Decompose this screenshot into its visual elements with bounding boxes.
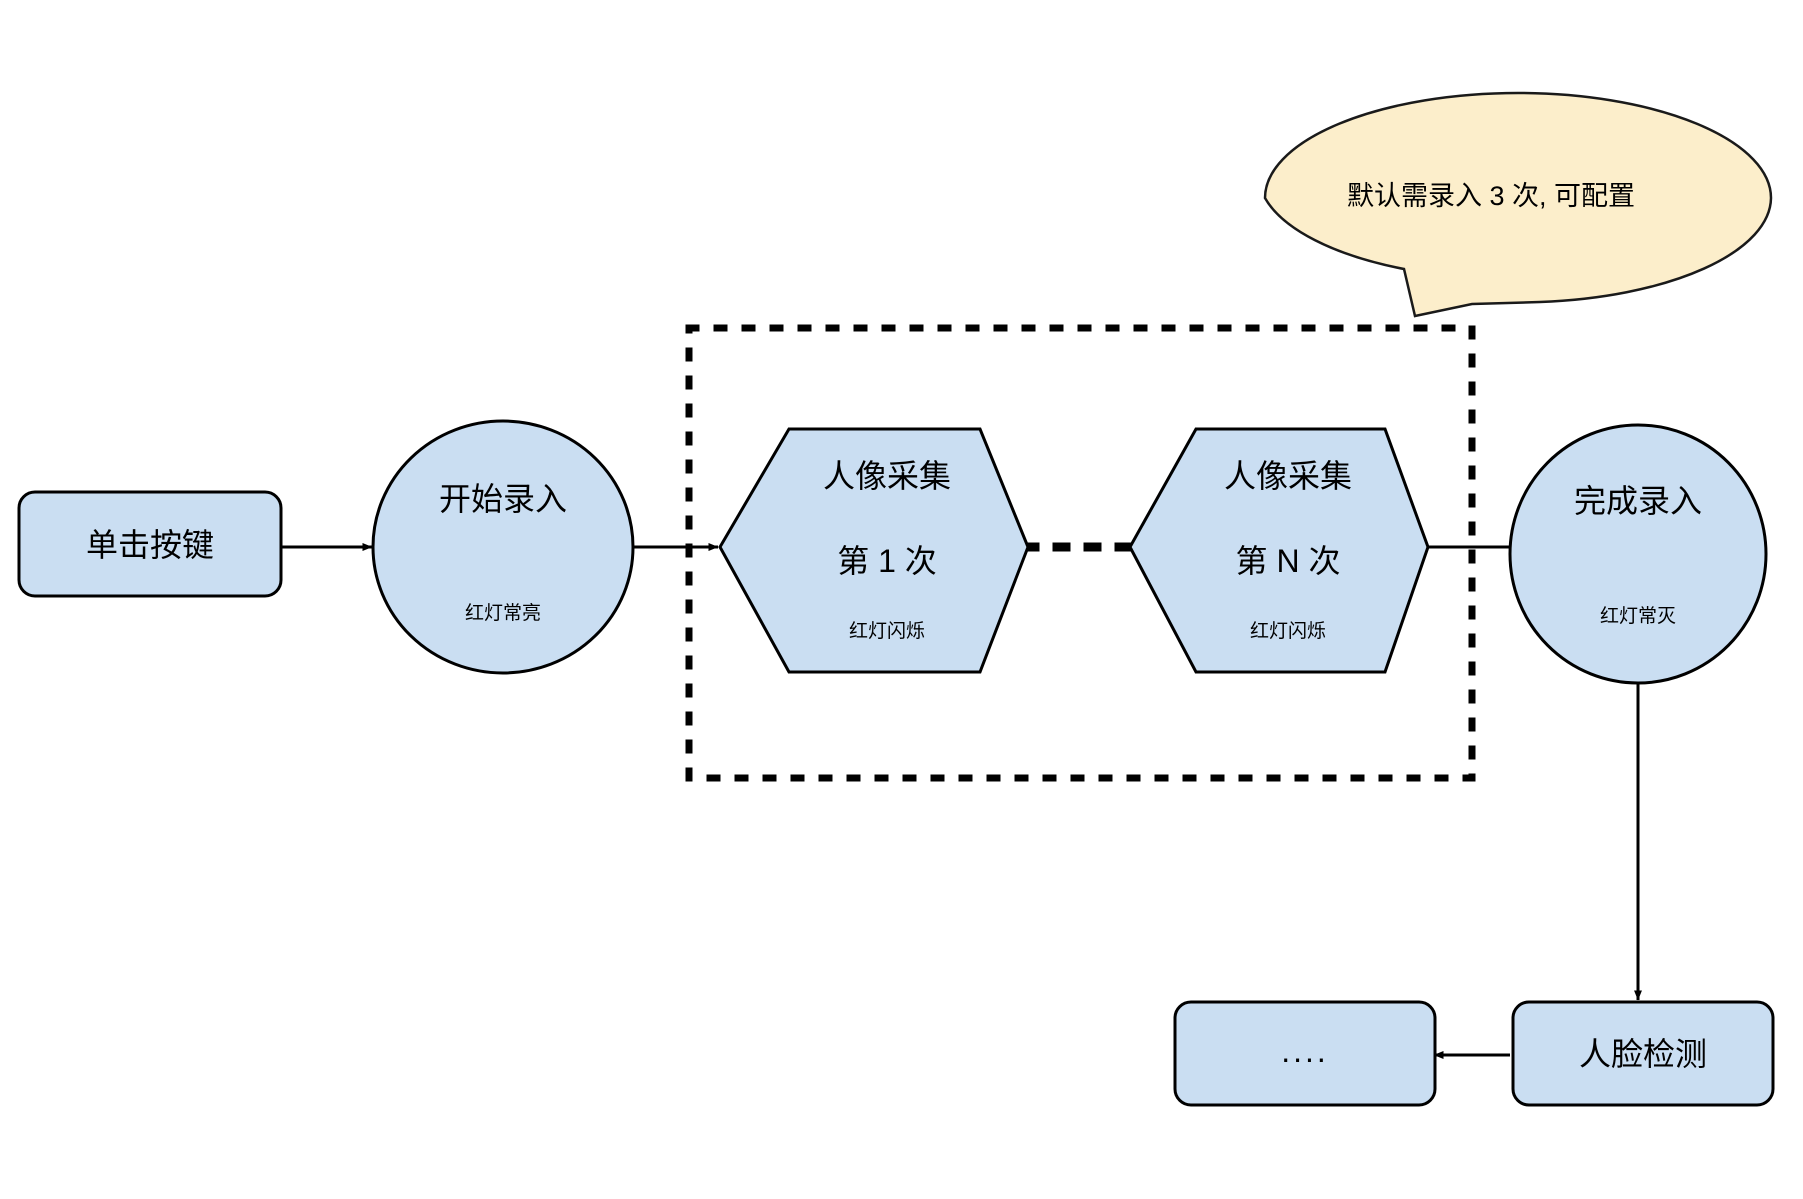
node-capture-nth-label2: 第 N 次 xyxy=(1236,543,1341,579)
node-start-enroll-sublabel: 红灯常亮 xyxy=(465,602,541,624)
node-capture-first[interactable]: 人像采集 第 1 次 红灯闪烁 xyxy=(718,427,1030,674)
node-click-button-label: 单击按键 xyxy=(86,527,214,563)
node-face-detect-label: 人脸检测 xyxy=(1579,1036,1707,1072)
node-capture-nth-sublabel: 红灯闪烁 xyxy=(1250,620,1326,642)
node-finish-enroll[interactable]: 完成录入 红灯常灭 xyxy=(1508,423,1768,685)
node-start-enroll-label: 开始录入 xyxy=(439,481,567,517)
node-finish-enroll-label: 完成录入 xyxy=(1574,483,1702,519)
node-finish-enroll-sublabel: 红灯常灭 xyxy=(1600,605,1676,627)
node-more-steps-label: .... xyxy=(1281,1033,1329,1069)
callout-text: 默认需录入 3 次, 可配置 xyxy=(1347,181,1635,211)
node-face-detect[interactable]: 人脸检测 xyxy=(1511,1000,1775,1107)
node-more-steps[interactable]: .... xyxy=(1173,1000,1437,1107)
node-capture-nth-label: 人像采集 xyxy=(1224,458,1352,494)
node-capture-first-sublabel: 红灯闪烁 xyxy=(849,620,925,642)
callout-bubble: 默认需录入 3 次, 可配置 xyxy=(1263,91,1773,318)
capture-loop-group xyxy=(685,324,1476,782)
node-start-enroll[interactable]: 开始录入 红灯常亮 xyxy=(371,419,635,675)
node-capture-first-label2: 第 1 次 xyxy=(837,543,937,579)
node-click-button[interactable]: 单击按键 xyxy=(17,490,283,598)
node-capture-nth[interactable]: 人像采集 第 N 次 红灯闪烁 xyxy=(1128,427,1430,674)
node-capture-first-label: 人像采集 xyxy=(823,458,951,494)
